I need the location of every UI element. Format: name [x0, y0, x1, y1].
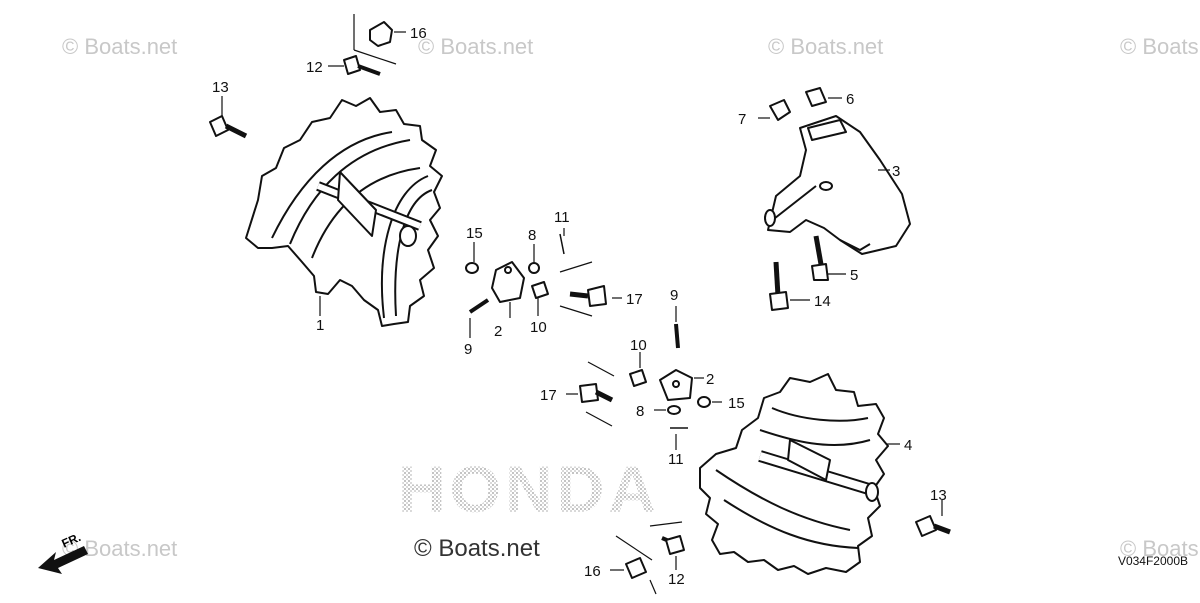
- callout-9: 9: [670, 287, 678, 304]
- diagram-code: V034F2000B: [1117, 554, 1188, 568]
- auger-right: [699, 373, 889, 575]
- callout-4: 4: [904, 437, 912, 454]
- callout-12: 12: [668, 571, 685, 588]
- callout-11: 11: [668, 451, 684, 468]
- callout-14: 14: [814, 293, 831, 310]
- callout-2: 2: [494, 323, 502, 340]
- callout-6: 6: [846, 91, 854, 108]
- auger-left: [245, 97, 443, 327]
- callout-1: 1: [316, 317, 324, 334]
- callout-16: 16: [584, 563, 601, 580]
- leader-lines: [221, 14, 943, 595]
- callout-8: 8: [528, 227, 536, 244]
- callout-12: 12: [306, 59, 323, 76]
- watermark-text: © Boats.net: [62, 34, 177, 59]
- watermark-text: © Boats.net: [1120, 536, 1200, 561]
- callout-3: 3: [892, 163, 900, 180]
- callout-10: 10: [530, 319, 547, 336]
- callout-11: 11: [554, 209, 570, 226]
- callout-15: 15: [728, 395, 745, 412]
- callout-16: 16: [410, 25, 427, 42]
- hardware: [209, 21, 951, 579]
- gear-housing: [764, 115, 911, 255]
- callout-17: 17: [626, 291, 643, 308]
- watermark-text: © Boats.net: [768, 34, 883, 59]
- callout-10: 10: [630, 337, 647, 354]
- watermark-text: © Boats.net: [1120, 34, 1200, 59]
- callout-13: 13: [212, 79, 229, 96]
- honda-watermark: HONDA: [398, 452, 660, 526]
- callout-5: 5: [850, 267, 858, 284]
- boats-net-mark: © Boats.net: [414, 535, 540, 562]
- watermark-text: © Boats.net: [418, 34, 533, 59]
- callout-13: 13: [930, 487, 947, 504]
- callout-9: 9: [464, 341, 472, 358]
- callout-2: 2: [706, 371, 714, 388]
- callout-8: 8: [636, 403, 644, 420]
- callout-15: 15: [466, 225, 483, 242]
- callout-17: 17: [540, 387, 557, 404]
- callout-7: 7: [738, 111, 746, 128]
- callouts: 1 2 2 3 4 5 6 7 8 8 9 9 10 10 11 11 12 1…: [212, 25, 947, 588]
